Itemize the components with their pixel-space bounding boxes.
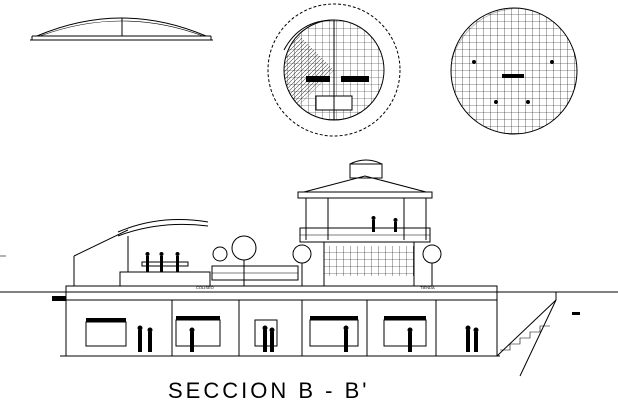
section-title: SECCION B - B' — [168, 378, 370, 403]
circular-roof-plan — [450, 7, 578, 135]
label-tienda: TIENDA — [420, 285, 435, 290]
label-coliseo: COLISEO — [196, 285, 214, 290]
circular-floor-plan — [267, 3, 401, 137]
building-section: COLISEO TIENDA — [0, 159, 618, 377]
roof-elevation-sketch — [30, 17, 213, 41]
